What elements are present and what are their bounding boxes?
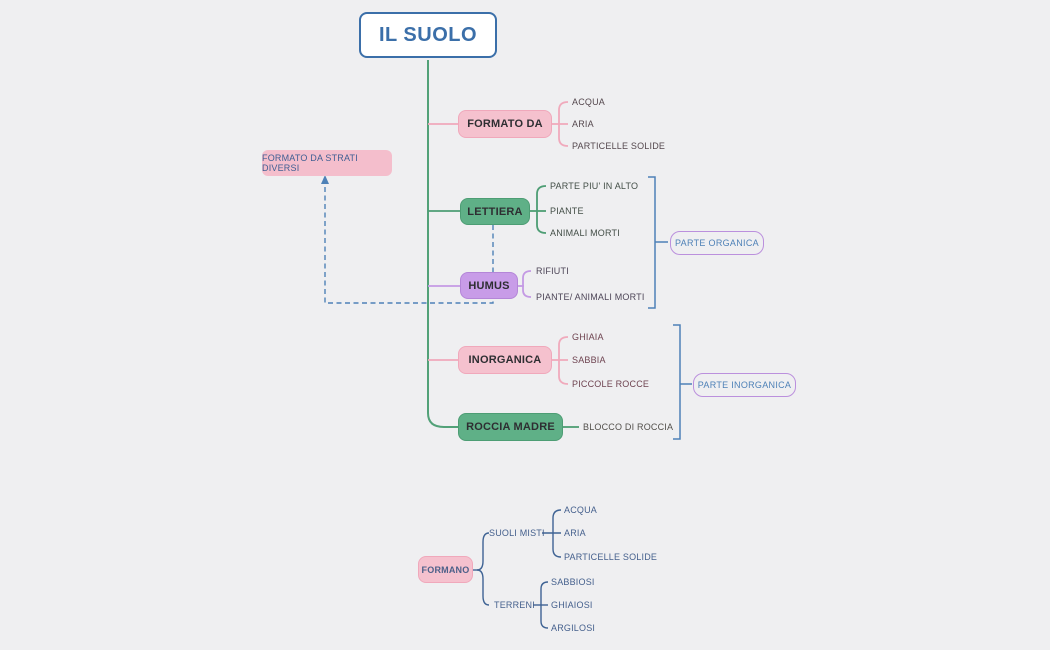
arrowhead-icon bbox=[321, 175, 329, 184]
leaf-ghiaia[interactable]: GHIAIA bbox=[572, 332, 604, 342]
bottom-leaf-sabbiosi[interactable]: SABBIOSI bbox=[551, 577, 595, 587]
leaf-piccole-rocce[interactable]: PICCOLE ROCCE bbox=[572, 379, 650, 389]
group-label-parte-organica[interactable]: PARTE ORGANICA bbox=[670, 231, 764, 255]
leaf-piante-animali-morti[interactable]: PIANTE/ ANIMALI MORTI bbox=[536, 292, 645, 302]
leaf-parte-piu-in-alto[interactable]: PARTE PIU' IN ALTO bbox=[550, 181, 639, 191]
bottom-node-suoli-misti[interactable]: SUOLI MISTI bbox=[489, 528, 545, 538]
branch-node-humus[interactable]: HUMUS bbox=[460, 272, 518, 299]
group-label-parte-inorganica[interactable]: PARTE INORGANICA bbox=[693, 373, 796, 397]
branch-node-inorganica[interactable]: INORGANICA bbox=[458, 346, 552, 374]
bottom-leaf-ghiaiosi[interactable]: GHIAIOSI bbox=[551, 600, 593, 610]
branch-node-formato-da[interactable]: FORMATO DA bbox=[458, 110, 552, 138]
bottom-root-formano[interactable]: FORMANO bbox=[418, 556, 473, 583]
leaf-rifiuti[interactable]: RIFIUTI bbox=[536, 266, 569, 276]
leaf-particelle-solide[interactable]: PARTICELLE SOLIDE bbox=[572, 141, 666, 151]
branch-connectors bbox=[428, 123, 460, 361]
bottom-leaf-acqua[interactable]: ACQUA bbox=[564, 505, 598, 515]
bottom-leaf-argilosi[interactable]: ARGILOSI bbox=[551, 623, 596, 633]
leaf-animali-morti[interactable]: ANIMALI MORTI bbox=[550, 228, 620, 238]
child-fork-formato-da bbox=[552, 101, 569, 147]
child-fork-inorganica bbox=[552, 336, 569, 385]
leaf-piante[interactable]: PIANTE bbox=[550, 206, 584, 216]
bottom-tree-lines bbox=[472, 509, 562, 629]
inorganic-bracket bbox=[673, 324, 692, 440]
organic-bracket bbox=[648, 176, 668, 309]
leaf-acqua[interactable]: ACQUA bbox=[572, 97, 606, 107]
side-note-strati-diversi[interactable]: FORMATO DA STRATI DIVERSI bbox=[262, 150, 392, 176]
root-node-il-suolo[interactable]: IL SUOLO bbox=[359, 12, 497, 58]
leaf-blocco-di-roccia[interactable]: BLOCCO DI ROCCIA bbox=[583, 422, 674, 432]
bottom-leaf-particelle-solide[interactable]: PARTICELLE SOLIDE bbox=[564, 552, 658, 562]
leaf-sabbia[interactable]: SABBIA bbox=[572, 355, 606, 365]
branch-node-lettiera[interactable]: LETTIERA bbox=[460, 198, 530, 225]
child-fork-lettiera bbox=[530, 185, 547, 234]
child-fork-humus bbox=[518, 270, 532, 298]
bottom-leaf-aria[interactable]: ARIA bbox=[564, 528, 586, 538]
trunk-line bbox=[427, 60, 458, 428]
dashed-arrow bbox=[321, 175, 494, 304]
leaf-aria[interactable]: ARIA bbox=[572, 119, 594, 129]
bottom-node-terreni[interactable]: TERRENI bbox=[494, 600, 535, 610]
branch-node-roccia-madre[interactable]: ROCCIA MADRE bbox=[458, 413, 563, 441]
